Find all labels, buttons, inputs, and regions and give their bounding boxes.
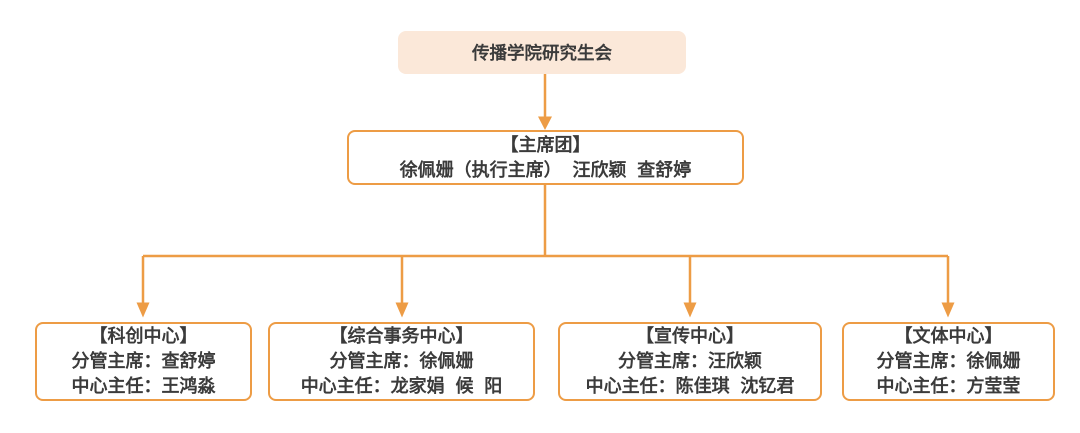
center-node-publicity: 【宣传中心】 分管主席：汪欣颖 中心主任：陈佳琪 沈钇君 <box>558 322 822 401</box>
center-director: 中心主任：方莹莹 <box>876 376 1021 396</box>
arrow-down-icon <box>395 302 409 318</box>
center-title: 【文体中心】 <box>894 326 1003 346</box>
presidium-title: 【主席团】 <box>500 134 591 155</box>
root-node: 传播学院研究生会 <box>398 31 686 74</box>
center-title: 【宣传中心】 <box>636 326 744 346</box>
center-node-culture-sports: 【文体中心】 分管主席：徐佩姗 中心主任：方莹莹 <box>842 322 1055 401</box>
center-title: 【综合事务中心】 <box>329 326 474 346</box>
center-node-general-affairs: 【综合事务中心】 分管主席：徐佩姗 中心主任：龙家娟 候 阳 <box>268 322 535 401</box>
arrow-down-icon <box>538 116 552 130</box>
arrow-down-icon <box>136 302 150 318</box>
presidium-members: 徐佩姗（执行主席） 汪欣颖 查舒婷 <box>399 159 692 180</box>
center-node-sci-tech-innovation: 【科创中心】 分管主席：查舒婷 中心主任：王鸿淼 <box>35 322 252 401</box>
center-supervisor: 分管主席：徐佩姗 <box>876 351 1021 371</box>
center-supervisor: 分管主席：徐佩姗 <box>329 351 474 371</box>
presidium-node: 【主席团】 徐佩姗（执行主席） 汪欣颖 查舒婷 <box>347 130 744 185</box>
center-director: 中心主任：龙家娟 候 阳 <box>300 376 503 396</box>
arrow-down-icon <box>683 302 697 318</box>
center-supervisor: 分管主席：汪欣颖 <box>618 351 762 371</box>
root-title: 传播学院研究生会 <box>472 43 612 63</box>
center-director: 中心主任：王鸿淼 <box>71 376 216 396</box>
center-supervisor: 分管主席：查舒婷 <box>71 351 216 371</box>
center-title: 【科创中心】 <box>89 326 198 346</box>
center-director: 中心主任：陈佳琪 沈钇君 <box>585 376 795 396</box>
arrow-down-icon <box>941 302 955 318</box>
